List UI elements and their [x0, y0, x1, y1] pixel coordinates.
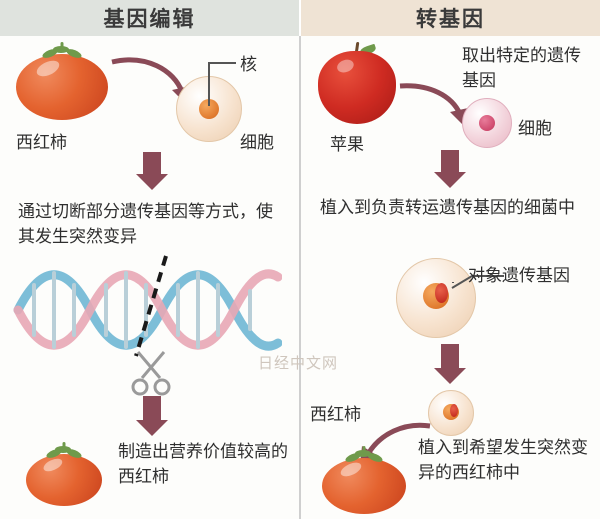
nucleus [199, 99, 219, 119]
tomato-label-right: 西红柿 [310, 405, 361, 425]
apple-illustration [318, 41, 396, 124]
right-step2-text: 植入到希望发生突然变异的西红柿中 [418, 438, 588, 483]
cell-label-right: 细胞 [518, 119, 552, 139]
transferred-gene-marker [450, 404, 458, 417]
arrow-down-left-1 [132, 152, 172, 190]
target-gene-leader-line [452, 282, 454, 283]
tomato-body [26, 454, 102, 506]
arrow-down-right-2 [430, 344, 470, 384]
tomato-illustration-right-result [322, 446, 406, 514]
header-right: 转基因 [301, 0, 600, 36]
apple-body [318, 51, 396, 124]
right-extract-text: 取出特定的遗传基因 [462, 46, 581, 91]
nucleus-leader-line-h [208, 62, 236, 64]
cut-line-dashed [134, 255, 168, 357]
target-gene-leader [451, 275, 504, 289]
arrow-down-right-1 [430, 150, 470, 188]
nucleus-label: 核 [240, 55, 257, 75]
transferred-cell-illustration [428, 390, 474, 436]
tomato-illustration-left-result [26, 442, 102, 506]
column-divider-gap [299, 0, 301, 36]
inserted-gene-marker [435, 283, 448, 303]
tomato-body [16, 54, 108, 120]
nucleus [479, 115, 495, 131]
arrow-down-left-2 [132, 396, 172, 436]
apple-label: 苹果 [330, 135, 364, 155]
left-step2-text: 制造出营养价值较高的西红柿 [118, 442, 288, 487]
watermark: 日经中文网 [258, 354, 339, 372]
bacteria-cell-illustration [396, 258, 476, 338]
header-left: 基因编辑 [0, 0, 299, 36]
tomato-illustration-left [16, 42, 108, 120]
scissors-icon [130, 348, 174, 398]
target-gene-label: 对象遗传基因 [468, 266, 570, 286]
tomato-label-left: 西红柿 [16, 133, 67, 153]
column-divider [299, 0, 301, 519]
right-step1-text: 植入到负责转运遗传基因的细菌中 [320, 198, 575, 218]
left-step1-text: 通过切断部分遗传基因等方式，使其发生突然变异 [18, 202, 273, 247]
tomato-body [322, 458, 406, 514]
dna-helix-illustration [12, 255, 283, 365]
cell-label-left: 细胞 [240, 133, 274, 153]
nucleus-leader-line [208, 62, 210, 106]
cell-illustration-right-1 [462, 98, 512, 148]
